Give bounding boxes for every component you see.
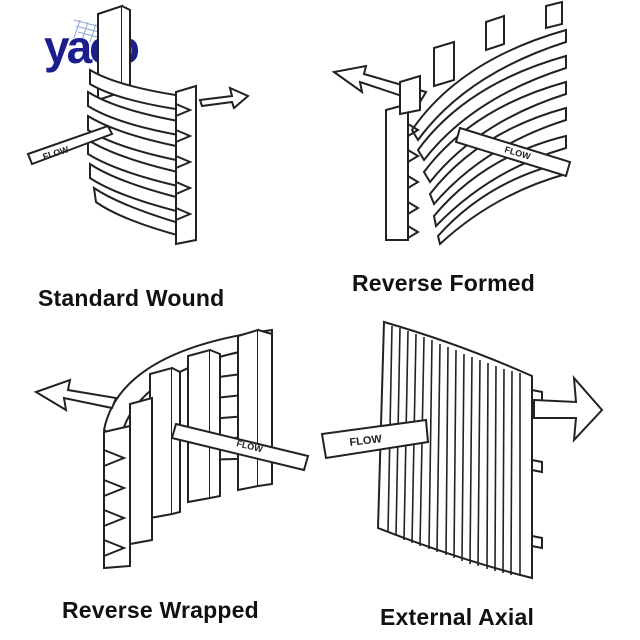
- external-axial-diagram: [320, 320, 604, 580]
- rod: [129, 396, 153, 546]
- caption-reverse-wrapped: Reverse Wrapped: [62, 597, 259, 623]
- caption-reverse-formed: Reverse Formed: [352, 270, 536, 296]
- flow-label-external-axial: FLOW: [349, 433, 383, 449]
- reverse-wrapped-diagram: [33, 328, 310, 570]
- flow-in-arrow: [170, 422, 310, 472]
- rod: [237, 328, 259, 492]
- flow-in-arrow: [454, 126, 572, 178]
- flow-in-arrow: [320, 418, 430, 460]
- flow-out-arrow: [33, 378, 118, 412]
- axial-wires: [387, 325, 521, 576]
- flow-out-arrow: [533, 375, 604, 443]
- caption-external-axial: External Axial: [380, 604, 535, 630]
- reverse-formed-diagram: [331, 0, 572, 246]
- rod: [187, 348, 211, 504]
- standard-wound-diagram: [26, 4, 250, 246]
- flow-out-arrow: [198, 86, 250, 110]
- flow-in-arrow: [26, 124, 114, 166]
- rod: [149, 366, 173, 520]
- caption-standard-wound: Standard Wound: [38, 285, 225, 311]
